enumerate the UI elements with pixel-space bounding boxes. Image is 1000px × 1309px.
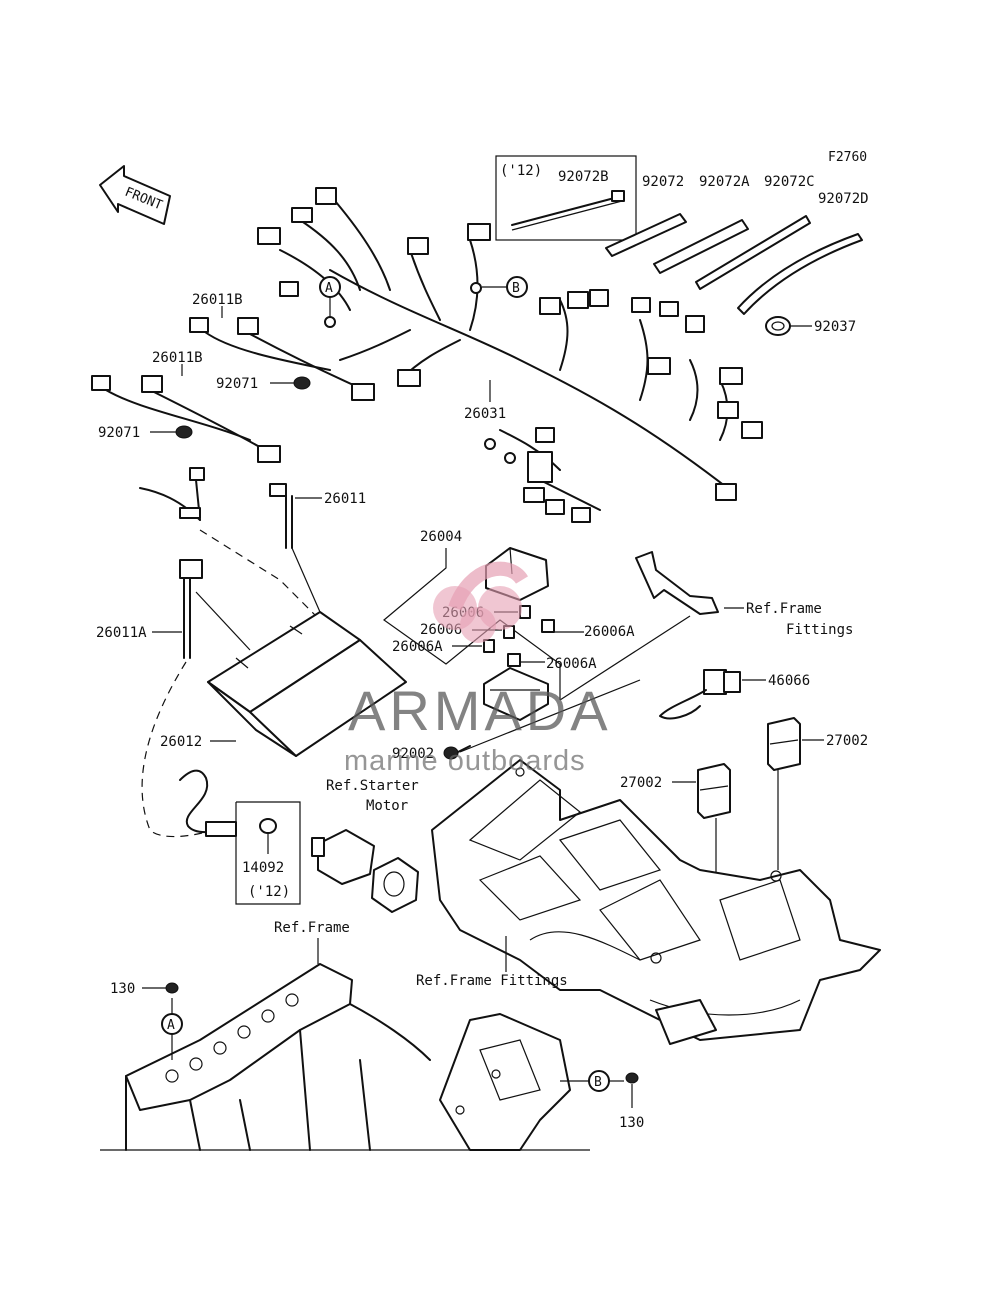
label-14092: 14092 <box>242 860 284 876</box>
svg-text:A: A <box>167 1018 175 1033</box>
watermark-brand: ARMADA <box>348 679 612 742</box>
bolt-130-right <box>625 1072 639 1108</box>
label-26004: 26004 <box>420 529 462 545</box>
battery-cable-26011A <box>152 559 203 659</box>
clamp-92037 <box>765 316 812 336</box>
label-92072: 92072 <box>642 174 684 190</box>
sub-harness-26011B-lower <box>91 375 281 463</box>
label-92037: 92037 <box>814 319 856 335</box>
fuses-26006 <box>452 605 584 667</box>
svg-text:A: A <box>325 281 333 296</box>
battery-26012 <box>195 547 407 757</box>
figure-code: F2760 <box>828 150 867 165</box>
terminal-cap-14092 <box>179 769 301 905</box>
callout-b-top: B <box>482 276 528 298</box>
label-26011B-upper: 26011B <box>192 292 243 308</box>
cable-tie-92072 <box>605 213 687 257</box>
label-ref-starter-1: Ref.Starter <box>326 778 419 794</box>
bracket-frame-fittings <box>459 551 744 753</box>
label-92072A: 92072A <box>699 174 750 190</box>
label-92072D: 92072D <box>818 191 869 207</box>
cable-tie-92072D <box>737 233 863 315</box>
label-year-12-b: ('12) <box>248 884 290 900</box>
grommet-92071-upper <box>270 376 311 390</box>
svg-text:B: B <box>512 281 520 296</box>
watermark-logo-icon <box>433 561 528 643</box>
label-92072B: 92072B <box>558 169 609 185</box>
label-46066: 46066 <box>768 673 810 689</box>
label-27002-left: 27002 <box>620 775 662 791</box>
label-92002: 92002 <box>392 746 434 762</box>
label-26011: 26011 <box>324 491 366 507</box>
label-26006A-b: 26006A <box>392 639 443 655</box>
callout-a-top: A <box>319 276 341 318</box>
bolt-130-left <box>142 982 179 994</box>
bolt-92002 <box>443 745 471 760</box>
connector-46066 <box>659 669 766 720</box>
cable-tie-92072C <box>695 215 811 290</box>
label-ref-frame-fittings-bottom: Ref.Frame Fittings <box>416 973 568 989</box>
label-26011B-lower: 26011B <box>152 350 203 366</box>
label-130-left: 130 <box>110 981 135 997</box>
battery-cable-26011 <box>269 483 322 549</box>
svg-text:B: B <box>594 1075 602 1090</box>
callout-b-bottom: B <box>560 1070 624 1092</box>
label-ref-frame: Ref.Frame <box>274 920 350 936</box>
label-92071-lower: 92071 <box>98 425 140 441</box>
label-26011A: 26011A <box>96 625 147 641</box>
main-harness-26031 <box>257 187 763 523</box>
label-year-12-a: ('12) <box>500 163 542 179</box>
watermark-tagline: marine outboards <box>344 745 586 777</box>
cable-tie-92072B-group <box>495 155 637 241</box>
grommet-92071-lower <box>150 425 193 439</box>
frame-fittings-tray <box>431 759 881 1045</box>
battery-cable-negative <box>139 467 205 521</box>
relay-27002-right <box>767 717 824 870</box>
frame <box>100 963 590 1151</box>
label-130-right: 130 <box>619 1115 644 1131</box>
cable-tie-92072A <box>653 219 749 274</box>
label-26006A-c: 26006A <box>546 656 597 672</box>
label-26006A-a: 26006A <box>584 624 635 640</box>
label-92072C: 92072C <box>764 174 815 190</box>
sub-harness-26011B-upper <box>189 317 375 401</box>
label-27002-right: 27002 <box>826 733 868 749</box>
label-ref-starter-2: Motor <box>366 798 408 814</box>
label-ref-frame-fittings-2: Fittings <box>786 622 853 638</box>
label-92071-upper: 92071 <box>216 376 258 392</box>
callout-a-bottom: A <box>161 998 183 1060</box>
front-arrow-icon: FRONT <box>99 165 171 225</box>
starter-relay <box>311 829 419 913</box>
label-26012: 26012 <box>160 734 202 750</box>
label-ref-frame-fittings-1: Ref.Frame <box>746 601 822 617</box>
label-26031: 26031 <box>464 406 506 422</box>
